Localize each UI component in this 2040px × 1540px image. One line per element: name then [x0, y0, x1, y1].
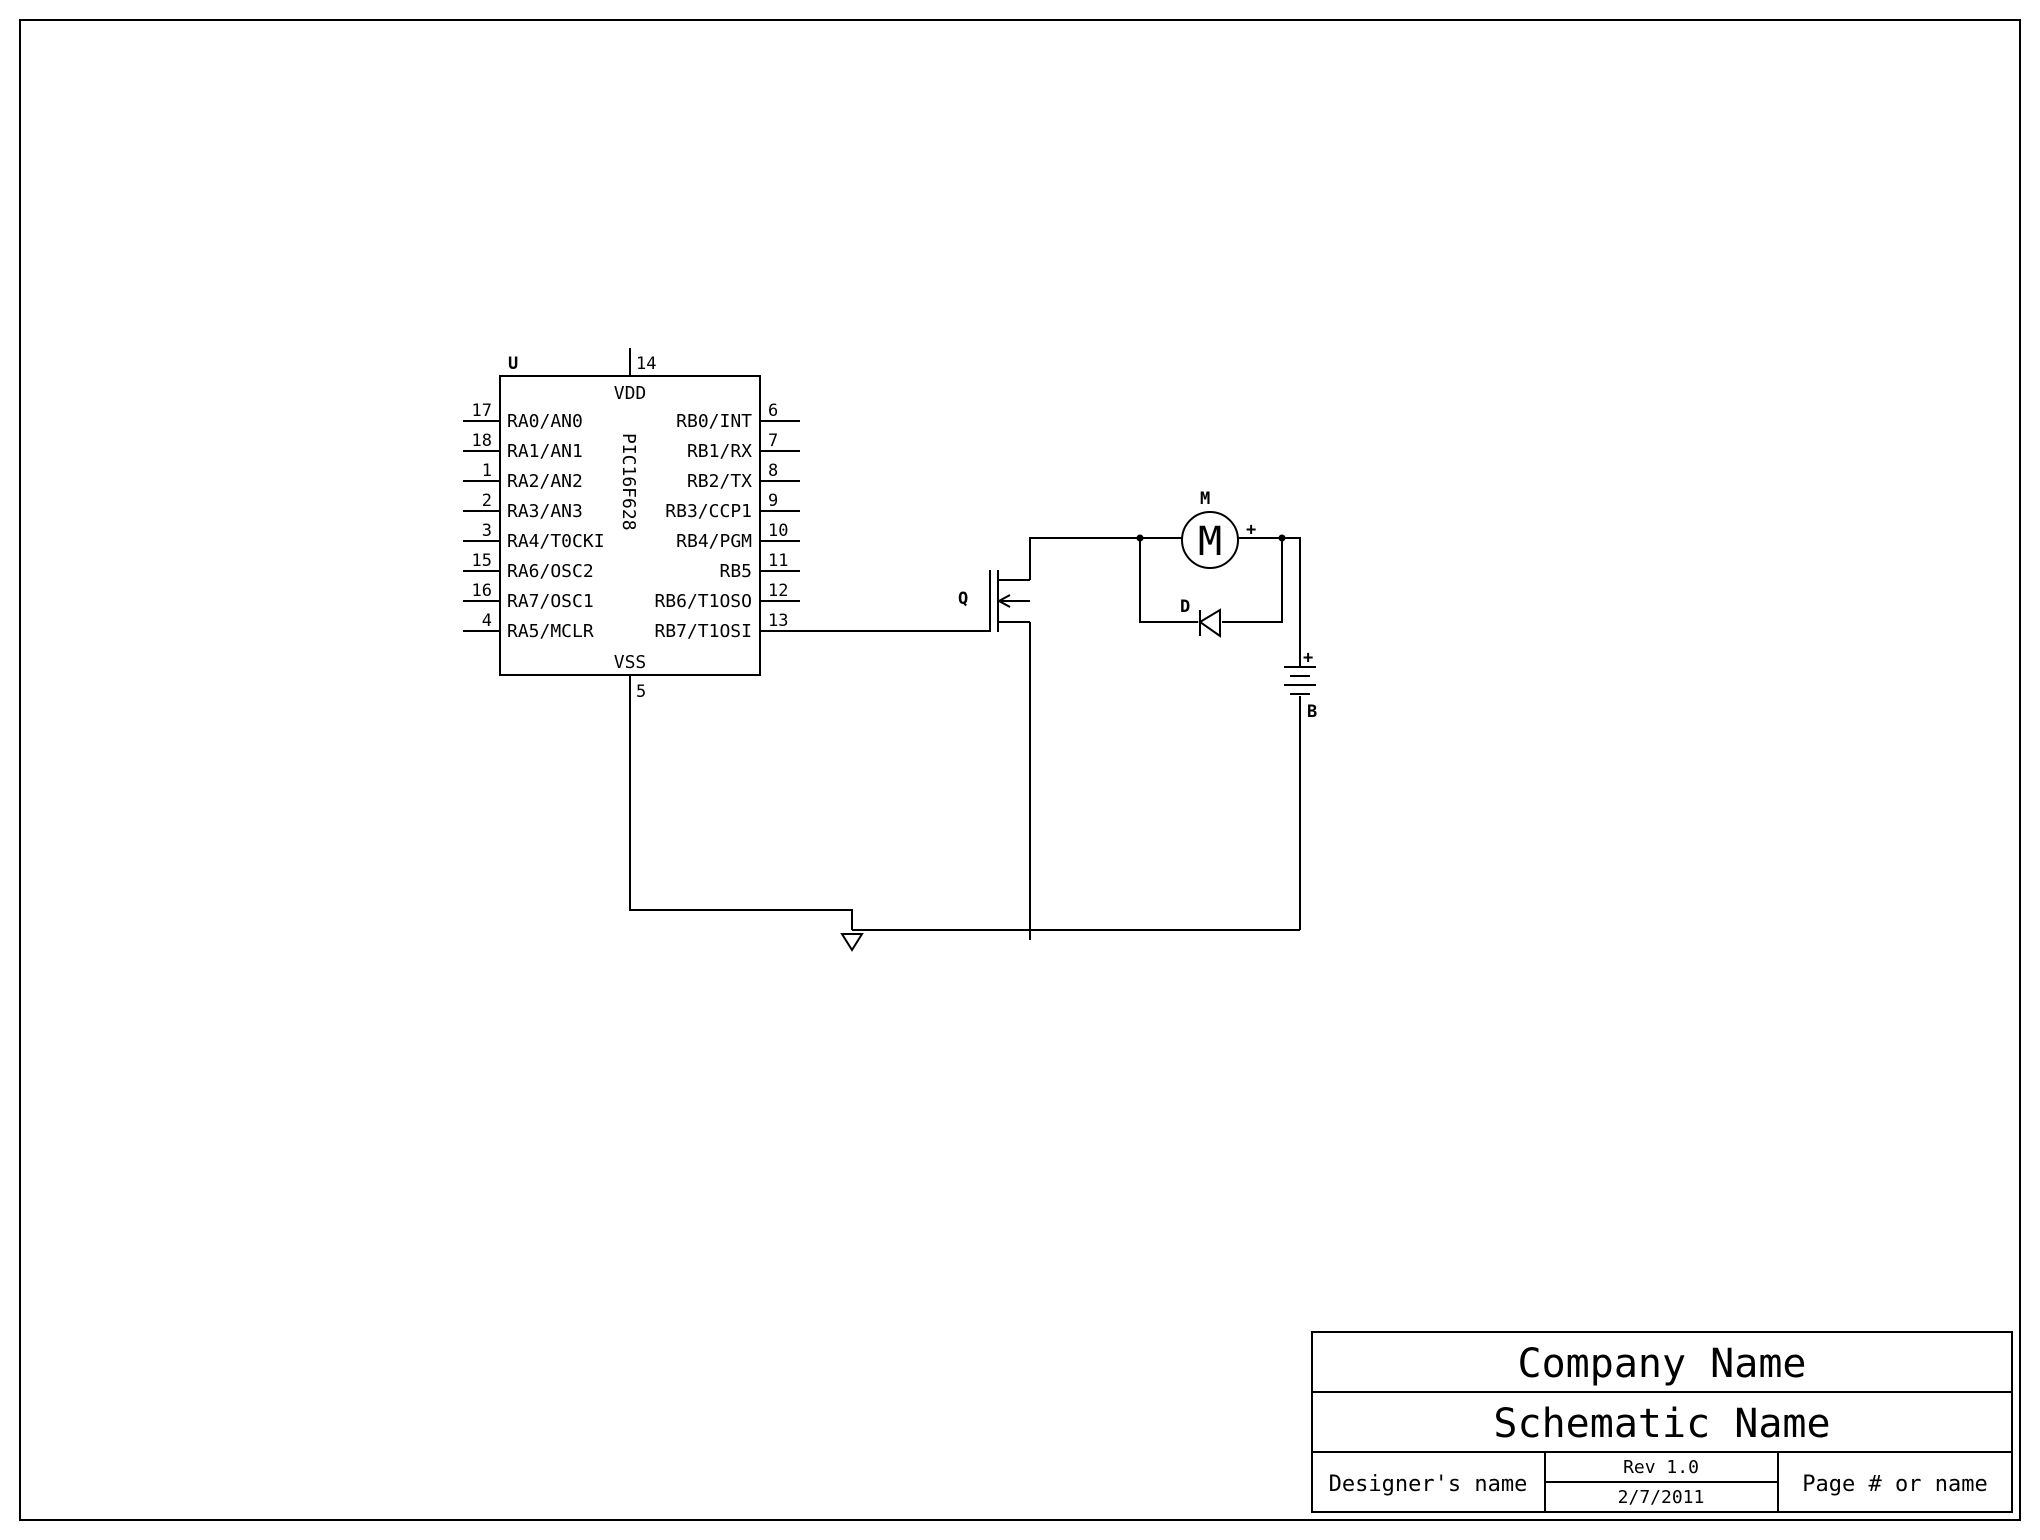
pin-label-ra7: RA7/OSC1: [507, 591, 594, 612]
mcu-part-name: PIC16F628: [618, 433, 639, 531]
pin-number-ra0: 17: [472, 401, 492, 421]
pin-number-ra6: 15: [472, 551, 492, 571]
mosfet-q: Q: [958, 570, 1030, 632]
mosfet-arrow: [996, 594, 1011, 608]
pin-number-ra1: 18: [472, 431, 492, 451]
pin-label-rb6: RB6/T1OSO: [654, 591, 752, 612]
pin-number-ra2: 1: [482, 461, 492, 481]
company-name: Company Name: [1518, 1341, 1807, 1387]
pin-number-rb7: 13: [768, 611, 788, 631]
motor-ref-label: M: [1200, 489, 1210, 509]
pin-label-ra1: RA1/AN1: [507, 441, 583, 462]
mcu-vss-label: VSS: [614, 652, 647, 673]
wire-vss-to-ground: [629, 705, 853, 930]
motor-symbol: M: [1198, 519, 1222, 565]
pin-label-rb2: RB2/TX: [687, 471, 752, 492]
pin-number-rb3: 9: [768, 491, 778, 511]
motor-m: M M +: [1181, 489, 1256, 569]
pin-number-rb2: 8: [768, 461, 778, 481]
schematic-name: Schematic Name: [1493, 1401, 1830, 1447]
pin-label-ra4: RA4/T0CKI: [507, 531, 605, 552]
mcu-vss-pin-number: 5: [636, 682, 646, 702]
diode-d: D: [1180, 597, 1221, 638]
pin-label-ra5: RA5/MCLR: [507, 621, 594, 642]
pin-label-rb0: RB0/INT: [676, 411, 752, 432]
battery-ref-label: B: [1307, 702, 1317, 722]
designer-name: Designer's name: [1329, 1472, 1528, 1497]
pin-number-rb1: 7: [768, 431, 778, 451]
pin-number-ra3: 2: [482, 491, 492, 511]
date-label: 2/7/2011: [1618, 1487, 1705, 1508]
ground-symbol: [840, 933, 864, 952]
pin-label-rb7: RB7/T1OSI: [654, 621, 752, 642]
pin-label-ra2: RA2/AN2: [507, 471, 583, 492]
pin-number-rb0: 6: [768, 401, 778, 421]
pin-label-ra3: RA3/AN3: [507, 501, 583, 522]
motor-circle: [1181, 511, 1239, 569]
diode-ref-label: D: [1180, 597, 1190, 617]
pin-label-ra0: RA0/AN0: [507, 411, 583, 432]
pin-label-ra6: RA6/OSC2: [507, 561, 594, 582]
mcu-vdd-pin-number: 14: [636, 354, 656, 374]
pin-number-ra4: 3: [482, 521, 492, 541]
sheet-border: [19, 19, 2021, 1521]
wire-diode-right: [1222, 538, 1283, 623]
wire-drain-to-motor: [1029, 537, 1140, 580]
title-block-frame: [1311, 1331, 2013, 1513]
mcu-ref-label: U: [508, 354, 518, 374]
battery-plus-label: +: [1303, 648, 1313, 668]
junction-dot-left: [1136, 534, 1144, 542]
mcu-u: U 14 VDD 5 VSS PIC16F628 17 RA0/AN0 18 R…: [463, 348, 800, 705]
mcu-right-pins: 6 RB0/INT 7 RB1/RX 8 RB2/TX 9 RB3/CCP1 1…: [654, 401, 800, 642]
diode-triangle: [1198, 608, 1221, 638]
mosfet-ref-label: Q: [958, 589, 968, 609]
pin-label-rb1: RB1/RX: [687, 441, 752, 462]
wire-to-battery-plus: [1282, 537, 1301, 666]
battery-b: + B: [1284, 648, 1317, 722]
title-block: Company Name Schematic Name Designer's n…: [1311, 1331, 2013, 1513]
pin-number-rb5: 11: [768, 551, 788, 571]
pin-number-ra7: 16: [472, 581, 492, 601]
revision-label: Rev 1.0: [1623, 1457, 1699, 1478]
wire-diode-left: [1139, 538, 1198, 623]
page-label: Page # or name: [1802, 1472, 1987, 1497]
motor-plus-label: +: [1246, 520, 1256, 540]
pin-label-rb4: RB4/PGM: [676, 531, 752, 552]
pin-number-rb6: 12: [768, 581, 788, 601]
pin-number-ra5: 4: [482, 611, 492, 631]
pin-number-rb4: 10: [768, 521, 788, 541]
mcu-vdd-label: VDD: [614, 383, 647, 404]
pin-label-rb5: RB5: [719, 561, 752, 582]
pin-label-rb3: RB3/CCP1: [665, 501, 752, 522]
mcu-left-pins: 17 RA0/AN0 18 RA1/AN1 1 RA2/AN2 2 RA3/AN…: [463, 401, 605, 642]
junction-dot-right: [1278, 534, 1286, 542]
